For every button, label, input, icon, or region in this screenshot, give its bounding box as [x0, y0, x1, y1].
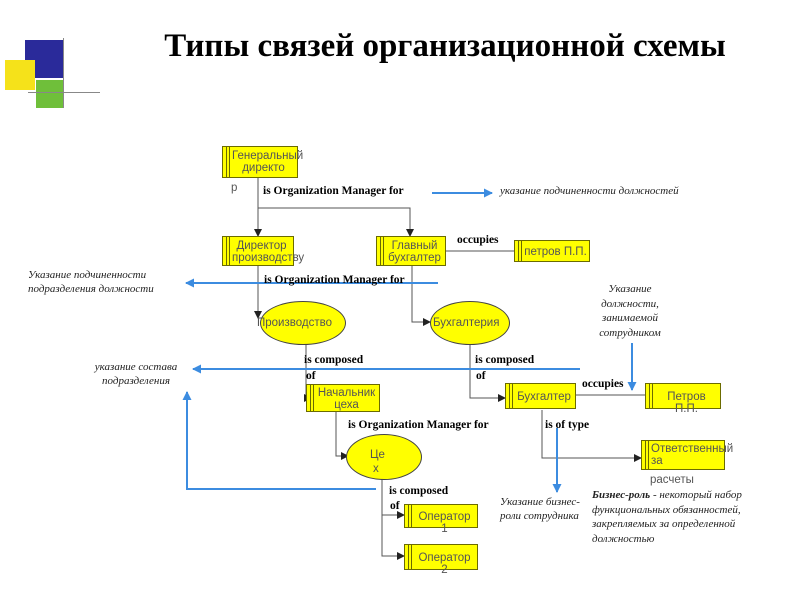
- note-line: должностью: [592, 532, 655, 545]
- edge-chief-to-accounting: [411, 266, 431, 326]
- node-accounting-unit: [430, 301, 510, 345]
- decor-line-horizontal: [28, 92, 100, 93]
- note-line: подразделения: [102, 375, 170, 387]
- note-line: должности,: [601, 297, 659, 310]
- node-label: Петров П.П.: [667, 391, 706, 415]
- relation-org-manager-2: is Organization Manager for: [264, 274, 405, 286]
- node-general-director: Генеральный директо: [222, 146, 304, 178]
- relation-composed-1b: of: [306, 370, 316, 382]
- node-shop-unit: [346, 434, 422, 480]
- node-general-director-suffix: р: [231, 182, 238, 194]
- note-line: Указание бизнес-: [500, 496, 580, 508]
- relation-composed-3a: is composed: [389, 485, 449, 497]
- node-petrov-2: Петров П.П.: [645, 383, 721, 415]
- node-label: Начальник: [317, 387, 376, 399]
- node-shop-label-b: х: [373, 463, 379, 475]
- blue-arrow-composition-2: [182, 391, 376, 490]
- note-text: - некоторый набор: [650, 489, 742, 501]
- note-line: роли сотрудника: [500, 510, 579, 522]
- note-line: указание состава: [94, 361, 178, 373]
- node-shop-label-a: Це: [370, 449, 385, 461]
- node-label: производству: [232, 252, 305, 264]
- note-business-role: Указание бизнес- роли сотрудника: [500, 495, 580, 523]
- note-subordination-positions: указание подчиненности должностей: [500, 185, 679, 197]
- node-label: Оператор 1: [418, 511, 471, 535]
- relation-org-manager-3: is Organization Manager for: [348, 419, 489, 431]
- node-label: цеха: [334, 399, 359, 411]
- note-composition: указание состава подразделения: [82, 360, 190, 388]
- node-accountant: Бухгалтер: [505, 383, 576, 409]
- decor-square-yellow: [5, 60, 35, 90]
- node-production-unit: [260, 301, 346, 345]
- node-label: Оператор 2: [418, 552, 471, 576]
- node-operator-2: Оператор 2: [404, 544, 478, 576]
- relation-occupies-1: occupies: [457, 234, 499, 246]
- note-line: подразделения должности: [28, 283, 154, 295]
- decor-square-green: [36, 80, 64, 108]
- note-term: Бизнес-роль: [592, 489, 651, 501]
- node-label: петров П.П.: [524, 246, 587, 258]
- relation-composed-2a: is composed: [475, 354, 535, 366]
- relation-of-type: is of type: [545, 419, 590, 431]
- decor-line-vertical: [63, 38, 64, 108]
- node-production-director: Директор производству: [222, 236, 305, 266]
- edge-shophead-to-shop: [335, 411, 349, 460]
- edge-accountant-type: [541, 410, 642, 462]
- node-label: Бухгалтер: [517, 391, 571, 403]
- relation-composed-2b: of: [476, 370, 486, 382]
- node-label: директо: [242, 162, 285, 174]
- node-label: Генеральный: [232, 150, 304, 162]
- node-label: бухгалтер: [388, 252, 441, 264]
- node-responsible-suffix: расчеты: [650, 474, 694, 486]
- node-chief-accountant: Главный бухгалтер: [376, 236, 446, 266]
- note-line: закрепляемых за определенной: [592, 518, 736, 530]
- relation-org-manager-1: is Organization Manager for: [263, 185, 404, 197]
- note-line: сотрудником: [599, 326, 661, 339]
- note-line: функциональных обязанностей,: [592, 503, 741, 516]
- node-petrov-1: петров П.П.: [514, 240, 590, 262]
- relation-occupies-2: occupies: [582, 378, 624, 390]
- edge-accounting-to-accountant: [469, 344, 506, 402]
- node-label: за: [651, 455, 663, 467]
- note-line: Бизнес-роль - некоторый набор: [592, 488, 742, 503]
- page-title: Типы связей организационной схемы: [164, 28, 726, 64]
- node-operator-1: Оператор 1: [404, 504, 478, 535]
- node-accounting-label: Бухгалтерия: [433, 317, 500, 329]
- relation-composed-1a: is composed: [304, 354, 364, 366]
- node-label: Главный: [391, 240, 438, 252]
- note-line: Указание подчиненности: [28, 269, 147, 281]
- node-shop-head: Начальник цеха: [306, 384, 380, 412]
- edge-gen-to-chief: [258, 207, 414, 237]
- node-label: Ответственный: [651, 443, 734, 455]
- relation-composed-3b: of: [390, 500, 400, 512]
- node-label: Директор: [236, 240, 287, 252]
- note-business-role-definition: Бизнес-роль - некоторый набор функционал…: [592, 488, 742, 546]
- node-production-label: Производство: [257, 317, 332, 329]
- note-line: занимаемой: [602, 312, 658, 324]
- note-position: Указание должности, занимаемой сотрудник…: [580, 282, 680, 340]
- note-subordination-dept: Указание подчиненности подразделения дол…: [28, 268, 154, 296]
- node-responsible-payments: Ответственный за: [641, 440, 734, 470]
- note-line: Указание: [608, 283, 652, 295]
- edge-shop-to-operator2: [381, 515, 405, 560]
